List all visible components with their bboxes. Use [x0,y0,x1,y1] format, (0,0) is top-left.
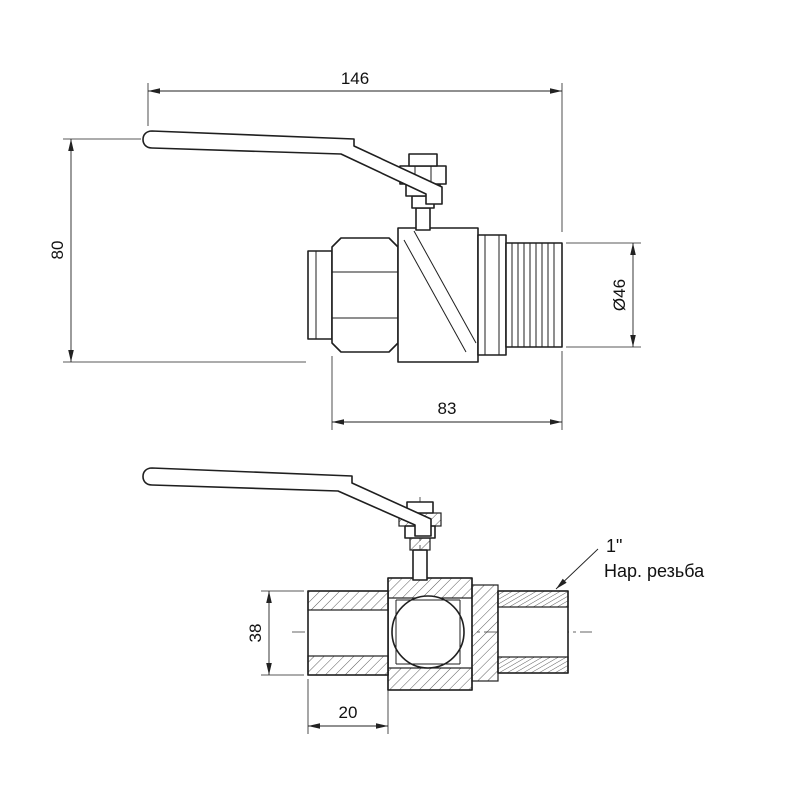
ball [391,595,465,669]
dim-text-overall-height: 80 [48,241,67,260]
dimension-overall-length: 146 [147,69,563,232]
top-view-valve-body [307,227,563,363]
center-body [397,227,479,363]
top-view-handle [142,130,443,205]
dimension-overall-height: 80 [48,138,306,363]
section-view: 38 20 1" Нар. резьба [142,467,705,734]
dim-text-body-length: 83 [438,399,457,418]
leader-line [555,548,599,590]
section-handle [142,467,432,537]
dimension-port-length: 20 [307,679,389,734]
thread-size-label: 1" [606,536,622,556]
dim-text-port-length: 20 [339,703,358,722]
dim-text-overall-length: 146 [341,69,369,88]
section-union-hex [471,584,499,682]
section-valve-body [307,577,569,691]
thread-annotation: 1" Нар. резьба [555,536,705,590]
section-male-thread [497,590,569,674]
dimension-outer-diameter: Ø46 [566,242,641,348]
dimension-port-diameter: 38 [246,590,304,676]
dimension-body-length: 83 [331,351,563,430]
thread-type-label: Нар. резьба [604,561,705,581]
top-view: 146 80 Ø46 83 [48,69,641,430]
dim-text-outer-diameter: Ø46 [610,279,629,311]
male-thread [505,242,563,348]
female-end-cap [307,250,333,340]
coupling-hex-nut [331,237,399,353]
section-left-port [307,590,389,676]
dim-text-port-diameter: 38 [246,624,265,643]
union-ring [477,234,507,356]
